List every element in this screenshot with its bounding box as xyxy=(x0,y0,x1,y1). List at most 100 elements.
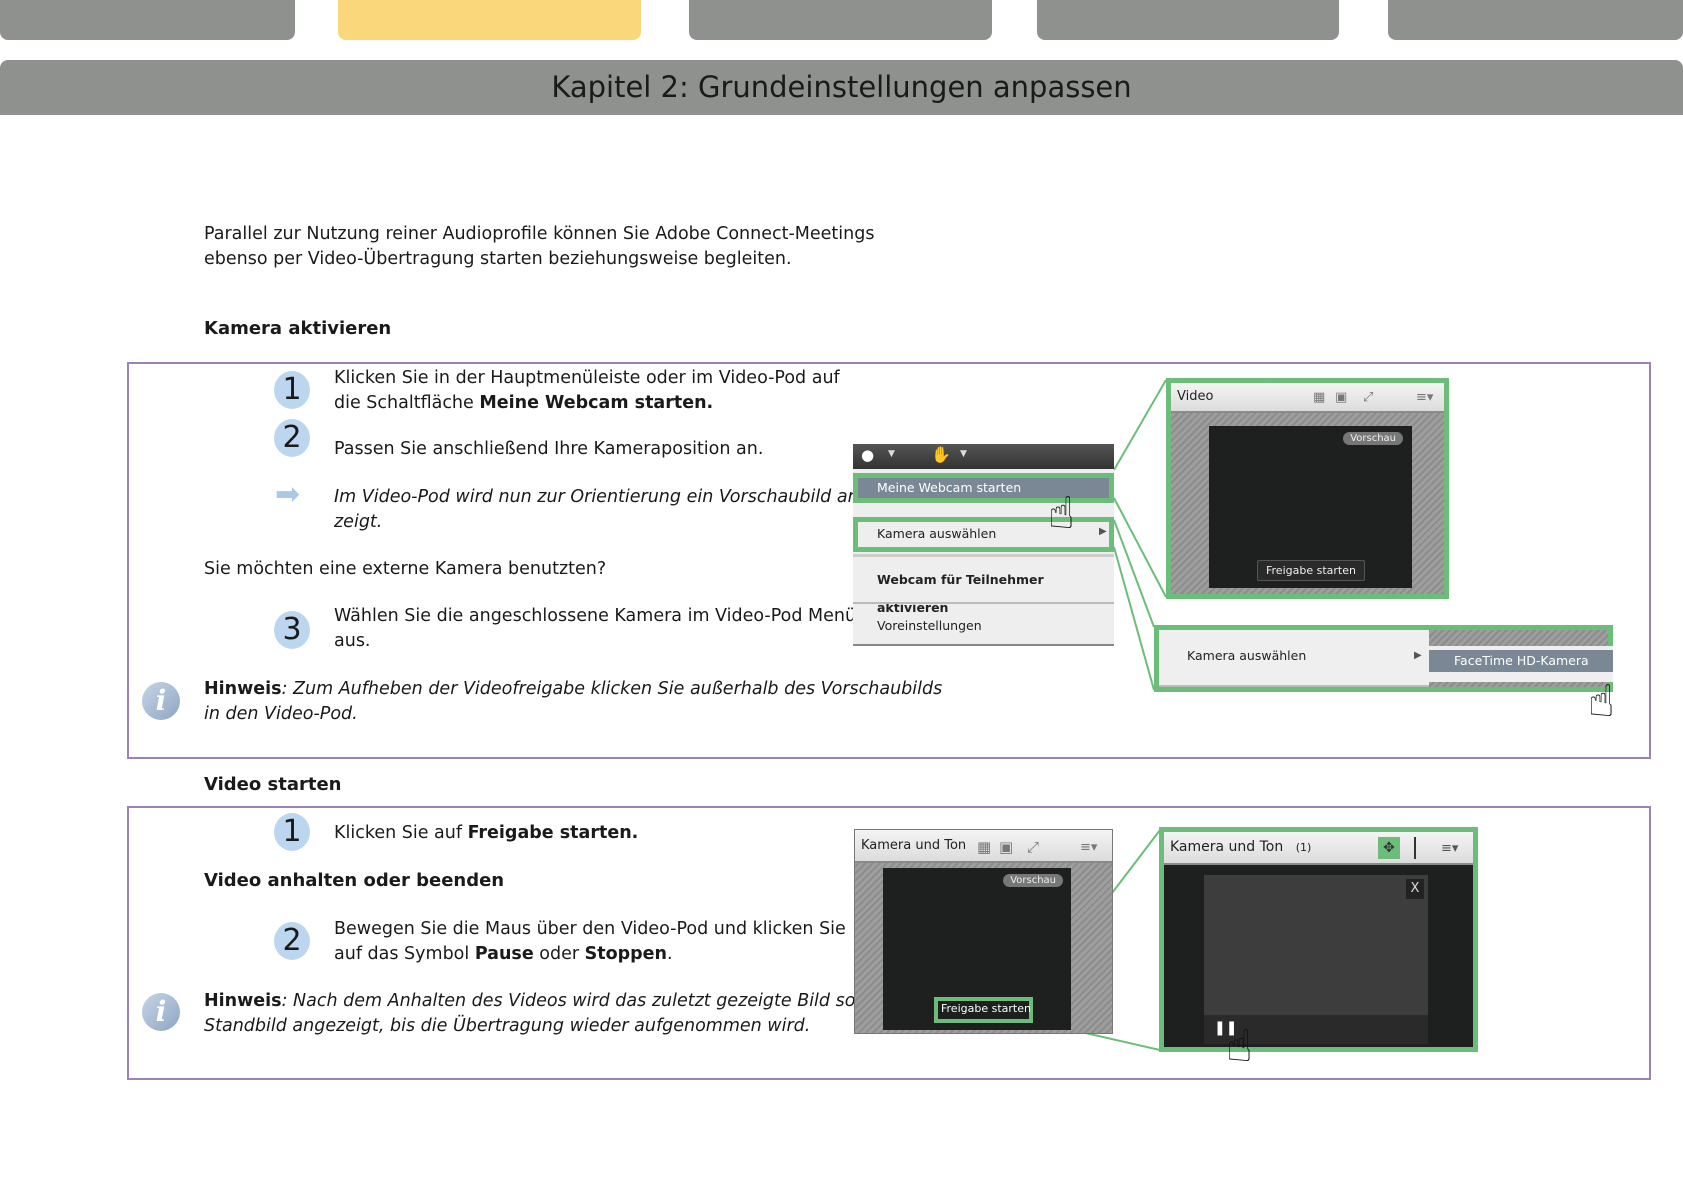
kamera-ton-pod-active: Kamera und Ton (1) ✥ ≡▾ X ❚❚ xyxy=(1159,827,1478,1052)
video-starten-panel xyxy=(127,806,1651,1080)
arrow-right-icon: ➡ xyxy=(275,477,301,512)
video-pod-header: Video ▦ ▣ ⤢ ≡▾ xyxy=(1171,383,1444,413)
step-number-1: 1 xyxy=(274,371,310,409)
pod-title: Kamera und Ton xyxy=(1170,839,1284,855)
info-icon: i xyxy=(142,682,180,720)
pod-menu-icon[interactable]: ≡▾ xyxy=(1441,841,1459,856)
video-preview[interactable]: Vorschau Freigabe starten xyxy=(1209,426,1412,588)
section-heading-kamera: Kamera aktivieren xyxy=(204,318,392,339)
chevron-down-icon[interactable]: ▼ xyxy=(888,449,895,459)
menu-item-webcam-teilnehmer[interactable]: Webcam für Teilnehmer aktivieren xyxy=(877,572,1044,615)
highlight-frame xyxy=(853,473,1114,503)
kamera-aktivieren-panel xyxy=(127,362,1651,759)
submenu-arrow-icon: ▶ xyxy=(1414,650,1422,661)
step-1-text: Klicken Sie auf Freigabe starten. xyxy=(334,821,638,846)
camera-select-item[interactable]: Kamera auswählen ▶ xyxy=(1159,630,1429,687)
section-heading-anhalten: Video anhalten oder beenden xyxy=(204,870,505,891)
camera-options-list: FaceTime HD-Kamera xyxy=(1429,646,1613,682)
step-2-text: Bewegen Sie die Maus über den Video-Pod … xyxy=(334,917,846,967)
fullscreen-icon[interactable]: ⤢ xyxy=(1027,838,1040,856)
single-view-icon[interactable]: ▣ xyxy=(1335,390,1348,405)
grid-view-icon[interactable]: ▦ xyxy=(1313,390,1326,405)
step-3-line-2: aus. xyxy=(334,631,371,651)
menu-item-kamera-auswaehlen[interactable]: Kamera auswählen xyxy=(877,526,997,541)
close-button[interactable]: X xyxy=(1406,879,1424,899)
raise-hand-icon[interactable]: ✋ xyxy=(931,445,951,464)
nav-tab-1[interactable] xyxy=(0,0,295,40)
nav-tab-4[interactable] xyxy=(1037,0,1339,40)
menu-item-meine-webcam-starten[interactable]: Meine Webcam starten xyxy=(853,474,1114,502)
step-2-end: . xyxy=(667,944,673,964)
nav-tab-2-active[interactable] xyxy=(338,0,641,40)
submenu-arrow-icon: ▶ xyxy=(1099,526,1107,537)
note-1: Hinweis: Zum Aufheben der Videofreigabe … xyxy=(204,677,942,727)
result-line-1: Im Video-Pod wird nun zur Orientierung e… xyxy=(334,487,887,507)
step-1-line-1: Klicken Sie in der Hauptmenüleiste oder … xyxy=(334,368,840,388)
step-3-text: Wählen Sie die angeschlossene Kamera im … xyxy=(334,604,856,654)
participant-count: (1) xyxy=(1295,841,1312,854)
preview-badge: Vorschau xyxy=(1003,874,1063,887)
video-stream[interactable]: X xyxy=(1204,875,1428,1015)
fullscreen-icon[interactable]: ⤢ xyxy=(1363,390,1374,405)
camera-select-submenu: Kamera auswählen ▶ FaceTime HD-Kamera xyxy=(1154,625,1613,692)
intro-line-1: Parallel zur Nutzung reiner Audioprofile… xyxy=(204,224,875,244)
section-heading-video-starten: Video starten xyxy=(204,774,342,795)
connector-line xyxy=(1113,497,1167,598)
step-1-line-2: die Schaltfläche xyxy=(334,393,480,413)
step-1-bold: Meine Webcam starten. xyxy=(479,393,714,413)
result-text: Im Video-Pod wird nun zur Orientierung e… xyxy=(334,485,887,535)
step-2-mid: oder xyxy=(533,944,585,964)
intro-text: Parallel zur Nutzung reiner Audioprofile… xyxy=(204,222,874,272)
info-icon: i xyxy=(142,993,180,1031)
video-pod: Video ▦ ▣ ⤢ ≡▾ Vorschau Freigabe starten xyxy=(1166,378,1449,599)
video-pod-title: Video xyxy=(1177,389,1214,404)
step-1-label: Klicken Sie auf xyxy=(334,823,468,843)
pod-header: Kamera und Ton ▦ ▣ ⤢ ≡▾ xyxy=(855,830,1112,863)
step-number-3: 3 xyxy=(274,611,310,649)
nav-tab-5[interactable] xyxy=(1388,0,1683,40)
pod-title: Kamera und Ton xyxy=(861,838,967,853)
camera-select-label: Kamera auswählen xyxy=(1187,648,1307,663)
question-text: Sie möchten eine externe Kamera benutzte… xyxy=(204,559,607,579)
chevron-down-icon[interactable]: ▼ xyxy=(960,449,967,459)
step-3-line-1: Wählen Sie die angeschlossene Kamera im … xyxy=(334,606,857,626)
preview-badge: Vorschau xyxy=(1343,432,1403,445)
pointer-hand-icon: ☝ xyxy=(1226,1021,1253,1072)
fullscreen-icon[interactable]: ✥ xyxy=(1378,837,1400,859)
pause-icon[interactable]: ❚❚ xyxy=(1214,1020,1238,1036)
intro-line-2: ebenso per Video-Übertragung starten bez… xyxy=(204,249,792,269)
chapter-title: Kapitel 2: Grundeinstellungen anpassen xyxy=(0,60,1683,115)
stop-bold: Stoppen xyxy=(584,944,668,964)
step-number-1: 1 xyxy=(274,813,310,851)
single-view-icon[interactable]: ▣ xyxy=(999,838,1014,856)
share-start-button[interactable]: Freigabe starten xyxy=(1257,560,1365,581)
note-label: Hinweis xyxy=(204,679,282,699)
note-line-2: Standbild angezeigt, bis die Übertragung… xyxy=(204,1016,811,1036)
pod-menu-icon[interactable]: ≡▾ xyxy=(1416,390,1434,405)
pod-menu-icon[interactable]: ≡▾ xyxy=(1080,840,1098,855)
note-2: Hinweis: Nach dem Anhalten des Videos wi… xyxy=(204,989,934,1039)
menu-item-voreinstellungen[interactable]: Voreinstellungen xyxy=(877,618,982,633)
note-label: Hinweis xyxy=(204,991,282,1011)
nav-tab-3[interactable] xyxy=(689,0,992,40)
highlight-frame: Freigabe starten xyxy=(934,997,1033,1023)
share-start-button[interactable]: Freigabe starten xyxy=(941,1002,1031,1015)
connector-line xyxy=(1113,519,1155,628)
step-2-line-1: Bewegen Sie die Maus über den Video-Pod … xyxy=(334,919,846,939)
pointer-hand-icon: ☝ xyxy=(1048,488,1075,539)
connector-line xyxy=(1113,546,1155,691)
result-line-2: zeigt. xyxy=(334,512,383,532)
note-line-1: : Nach dem Anhalten des Videos wird das … xyxy=(281,991,935,1011)
pause-bold: Pause xyxy=(474,944,534,964)
pointer-hand-icon: ☝ xyxy=(1588,676,1615,727)
step-1-text: Klicken Sie in der Hauptmenüleiste oder … xyxy=(334,366,840,416)
note-line-1: : Zum Aufheben der Videofreigabe klicken… xyxy=(281,679,943,699)
kamera-ton-pod: Kamera und Ton ▦ ▣ ⤢ ≡▾ Vorschau xyxy=(854,829,1113,1034)
grid-view-icon[interactable]: ▦ xyxy=(977,838,992,856)
menu-toolbar: ● ▼ ✋ ▼ xyxy=(853,444,1114,469)
camera-option-facetime[interactable]: FaceTime HD-Kamera xyxy=(1429,650,1613,672)
note-line-2: in den Video-Pod. xyxy=(204,704,358,724)
webcam-icon[interactable]: ● xyxy=(861,446,875,464)
pod-header: Kamera und Ton (1) ✥ ≡▾ xyxy=(1164,832,1473,865)
connector-line xyxy=(1113,379,1167,471)
